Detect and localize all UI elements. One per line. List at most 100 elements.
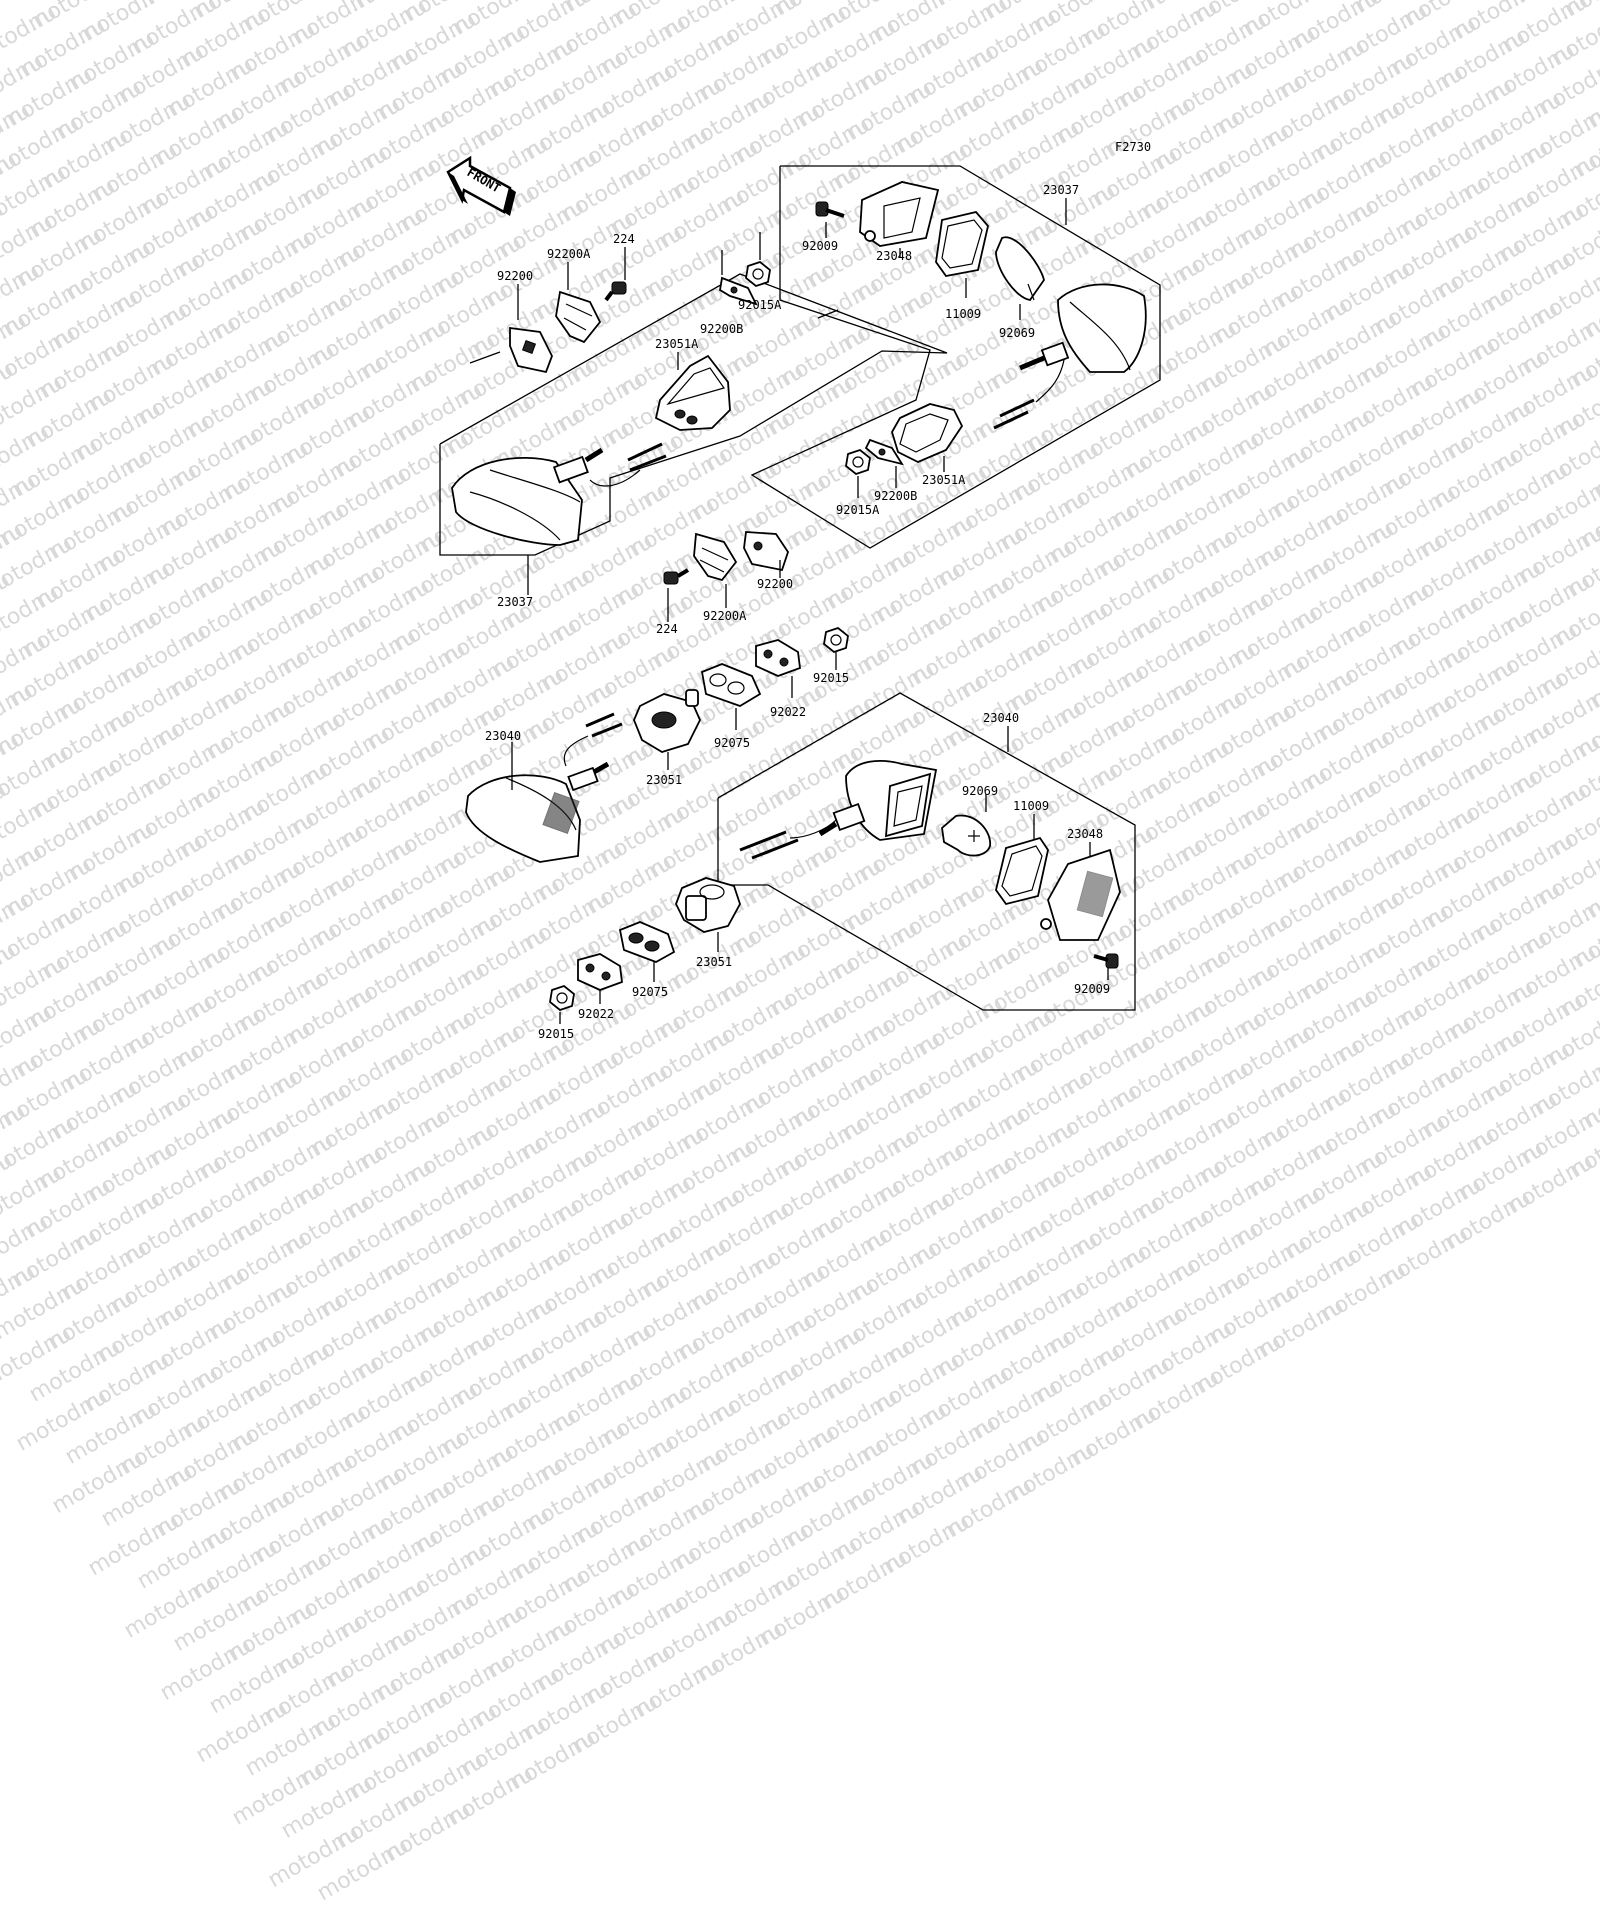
nut-92015A-right — [845, 448, 871, 476]
label-92200A-mid: 92200A — [703, 609, 747, 623]
turn-signal-23040-left — [465, 712, 623, 863]
watermark-text: motod.ru — [241, 1709, 341, 1782]
watermark-text: motod.ru — [569, 1270, 670, 1343]
watermark-text: motod.ru — [565, 1480, 666, 1553]
watermark-text: motod.ru — [248, 1289, 349, 1362]
nut-92015-mid — [823, 626, 849, 654]
watermark-text: motod.ru — [775, 1483, 876, 1556]
watermark-text: motod.ru — [762, 1532, 863, 1606]
watermark-text: motod.ru — [83, 1509, 184, 1582]
watermark-text: motod.ru — [703, 1359, 804, 1432]
gasket-11009-lower — [995, 836, 1049, 906]
watermark-text: motod.ru — [637, 1604, 738, 1678]
watermark-text: motod.ru — [323, 1204, 424, 1277]
watermark-text: motod.ru — [421, 1230, 522, 1303]
watermark-text: motod.ru — [428, 1601, 529, 1674]
watermark-text: motod.ru — [1061, 1402, 1162, 1475]
watermark-text: motod.ru — [1261, 1244, 1362, 1318]
watermark-text: motod.ru — [877, 1300, 978, 1373]
label-23051A-right: 23051A — [922, 473, 966, 487]
watermark-text: motod.ru — [962, 1375, 1063, 1448]
watermark-text: motod.ru — [1087, 1303, 1188, 1376]
watermark-text: motod.ru — [838, 1447, 939, 1520]
watermark-text: motod.ru — [359, 1266, 460, 1339]
label-92075-bottom: 92075 — [632, 985, 668, 999]
watermark-text: motod.ru — [320, 1414, 421, 1487]
watermark-text: motod.ru — [1002, 1228, 1103, 1301]
watermark-text: motod.ru — [100, 1250, 201, 1323]
watermark-text: motod.ru — [1274, 1195, 1375, 1268]
watermark-text: motod.ru — [51, 1236, 152, 1310]
watermark-text: motod.ru — [940, 1264, 1041, 1337]
watermark-text: motod.ru — [119, 1571, 220, 1644]
watermark-text: motod.ru — [1012, 1388, 1113, 1462]
watermark-text: motod.ru — [1199, 1280, 1300, 1354]
watermark-text: motod.ru — [1163, 1218, 1264, 1291]
watermark-text: motod.ru — [687, 1618, 788, 1691]
watermark-text: motod.ru — [356, 1476, 457, 1549]
watermark-text: motod.ru — [588, 1591, 689, 1664]
watermark-text: motod.ru — [1323, 1208, 1424, 1282]
label-23037-right: 23037 — [1043, 183, 1079, 197]
watermark-text: motod.ru — [136, 1312, 237, 1385]
watermark-text: motod.ru — [378, 1588, 479, 1661]
label-92075-mid: 92075 — [714, 736, 750, 750]
watermark-text: motod.ru — [149, 1263, 250, 1336]
watermark-text: motod.ru — [789, 1434, 889, 1507]
watermark-text: motod.ru — [529, 1417, 630, 1490]
watermark-text: motod.ru — [825, 1496, 925, 1570]
label-23040-left: 23040 — [485, 729, 521, 743]
watermark-text: motod.ru — [815, 1336, 916, 1409]
lens-23048-lower — [1040, 848, 1121, 941]
watermark-text: motod.ru — [1100, 1254, 1201, 1327]
watermark-text: motod.ru — [936, 1474, 1037, 1547]
watermark-text: motod.ru — [0, 1210, 53, 1283]
watermark-text: motod.ru — [605, 1332, 706, 1405]
watermark-text: motod.ru — [405, 1489, 506, 1562]
watermark-text: motod.ru — [313, 1834, 413, 1907]
watermark-text: motod.ru — [480, 1404, 581, 1477]
label-92200B-top: 92200B — [700, 322, 743, 336]
watermark-text: motod.ru — [284, 1351, 385, 1425]
watermark-text: motod.ru — [110, 1410, 211, 1483]
bulb-92069-top — [995, 236, 1045, 301]
watermark-text: motod.ru — [231, 1548, 332, 1621]
watermark-text: motod.ru — [766, 1323, 867, 1396]
watermark-text: motod.ru — [441, 1552, 542, 1625]
watermark-text: motod.ru — [811, 1546, 912, 1619]
label-11009-top: 11009 — [945, 307, 981, 321]
watermark-text: motod.ru — [526, 1627, 627, 1700]
watermark-text: motod.ru — [651, 1555, 752, 1628]
watermark-text: motod.ru — [431, 1391, 532, 1464]
watermark-text: motod.ru — [841, 1237, 942, 1310]
plate-92200B-right — [864, 438, 904, 466]
watermark-text: motod.ru — [516, 1467, 617, 1540]
watermark-text: motod.ru — [133, 1522, 233, 1595]
watermark-text: motod.ru — [890, 1251, 991, 1324]
watermark-text: motod.ru — [874, 1510, 975, 1583]
turn-signal-23040-right — [739, 759, 938, 860]
watermark-text: motod.ru — [926, 1313, 1027, 1386]
watermark-text: motod.ru — [395, 1329, 496, 1402]
watermark-text: motod.ru — [582, 1221, 683, 1294]
watermark-text: motod.ru — [316, 1624, 417, 1697]
watermark-text: motod.ru — [369, 1427, 470, 1500]
assembly-boundary-left — [439, 273, 948, 556]
watermark-text: motod.ru — [887, 1460, 988, 1534]
watermark-text: motod.ru — [437, 1762, 538, 1835]
watermark-text: motod.ru — [382, 1378, 483, 1451]
bracket-92200A-mid — [693, 532, 738, 582]
watermark-text: motod.ru — [1064, 1192, 1165, 1265]
label-224-top: 224 — [613, 232, 635, 246]
watermark-text: motod.ru — [159, 1423, 260, 1497]
watermark-text: motod.ru — [645, 1185, 745, 1258]
label-23048-top: 23048 — [876, 249, 912, 263]
label-92069-top: 92069 — [999, 326, 1035, 340]
turn-signal-23037-left — [451, 442, 667, 546]
watermark-text: motod.ru — [435, 1181, 536, 1254]
label-92015-mid: 92015 — [813, 671, 849, 685]
watermark-text: motod.ru — [654, 1345, 755, 1418]
watermark-text: motod.ru — [792, 1224, 893, 1297]
watermark-text: motod.ru — [1150, 1267, 1250, 1340]
watermark-text: motod.ru — [87, 1299, 188, 1372]
